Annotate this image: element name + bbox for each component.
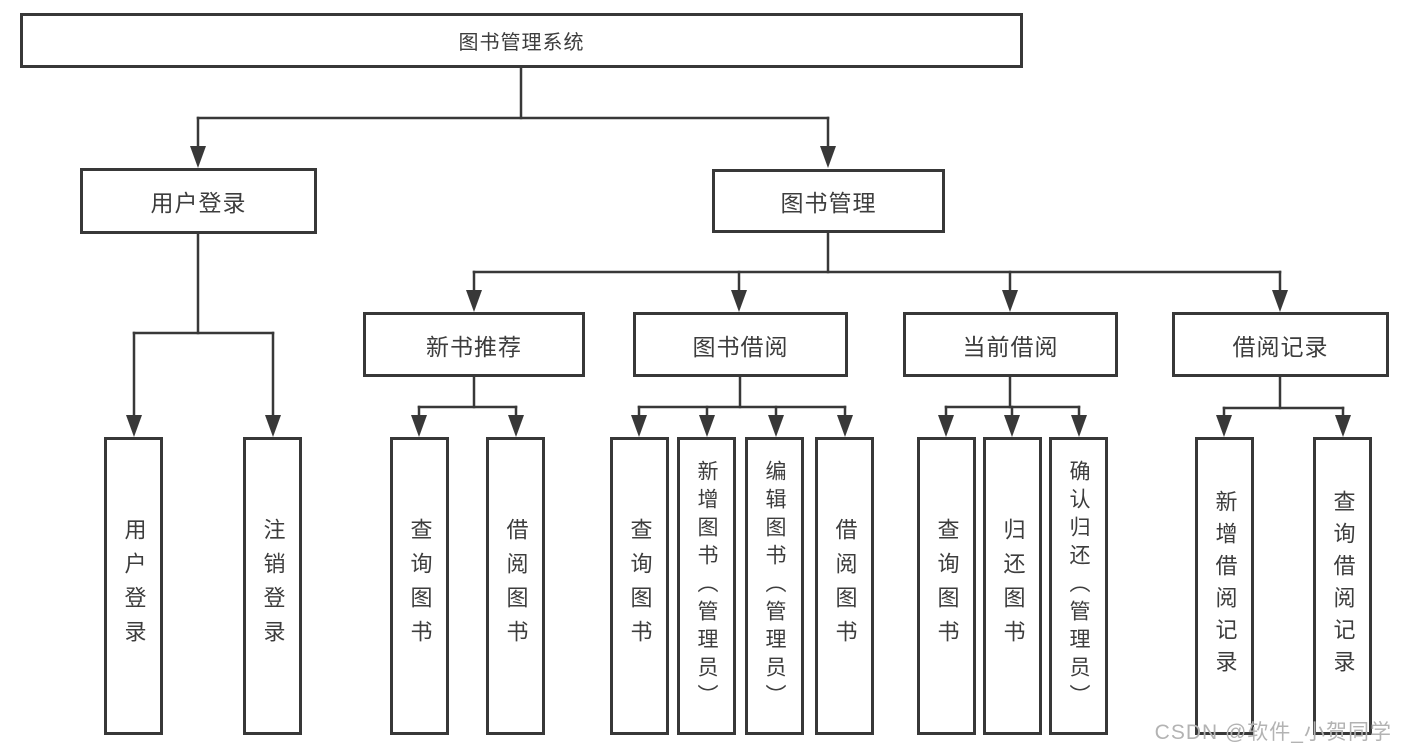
node-label: 图书借阅 (692, 333, 789, 360)
leaf-br-add-record: 新增借阅记录 (1195, 437, 1254, 735)
node-label: 新书推荐 (426, 333, 522, 360)
leaf-label: 查询借阅记录 (1330, 490, 1356, 682)
leaf-label: 查询图书 (627, 518, 653, 654)
leaf-label: 注销登录 (260, 518, 286, 654)
node-label: 用户登录 (150, 190, 247, 216)
leaf-label: 确认归还（管理员） (1067, 460, 1090, 712)
node-current-borrowing: 当前借阅 (903, 312, 1118, 377)
watermark: CSDN @软件_小贺同学 (1154, 721, 1392, 744)
node-book-management: 图书管理 (712, 169, 945, 233)
leaf-user-login: 用户登录 (104, 437, 163, 735)
leaf-label: 借阅图书 (503, 518, 529, 654)
leaf-bb-add-books-admin: 新增图书（管理员） (677, 437, 736, 735)
node-system-root: 图书管理系统 (20, 13, 1023, 68)
leaf-bb-edit-books-admin: 编辑图书（管理员） (745, 437, 804, 735)
leaf-nbr-borrow-books: 借阅图书 (486, 437, 545, 735)
leaf-label: 借阅图书 (832, 518, 858, 654)
leaf-bb-borrow-books: 借阅图书 (815, 437, 874, 735)
node-label: 借阅记录 (1232, 333, 1329, 360)
leaf-bb-query-books: 查询图书 (610, 437, 669, 735)
node-new-book-recommendation: 新书推荐 (363, 312, 585, 377)
leaf-label: 查询图书 (934, 518, 960, 654)
leaf-br-query-record: 查询借阅记录 (1313, 437, 1372, 735)
node-borrowing-records: 借阅记录 (1172, 312, 1389, 377)
leaf-nbr-query-books: 查询图书 (390, 437, 449, 735)
leaf-label: 查询图书 (407, 518, 433, 654)
leaf-cb-return-books: 归还图书 (983, 437, 1042, 735)
leaf-label: 编辑图书（管理员） (763, 460, 786, 712)
leaf-logout: 注销登录 (243, 437, 302, 735)
leaf-cb-query-books: 查询图书 (917, 437, 976, 735)
node-label: 当前借阅 (962, 333, 1059, 360)
leaf-label: 新增图书（管理员） (695, 460, 718, 712)
node-label: 图书管理 (780, 190, 877, 216)
leaf-label: 用户登录 (121, 518, 147, 654)
node-label: 图书管理系统 (458, 32, 585, 54)
leaf-label: 归还图书 (1000, 518, 1026, 654)
node-book-borrowing: 图书借阅 (633, 312, 848, 377)
leaf-cb-confirm-return-admin: 确认归还（管理员） (1049, 437, 1108, 735)
node-user-login: 用户登录 (80, 168, 317, 234)
leaf-label: 新增借阅记录 (1212, 490, 1238, 682)
